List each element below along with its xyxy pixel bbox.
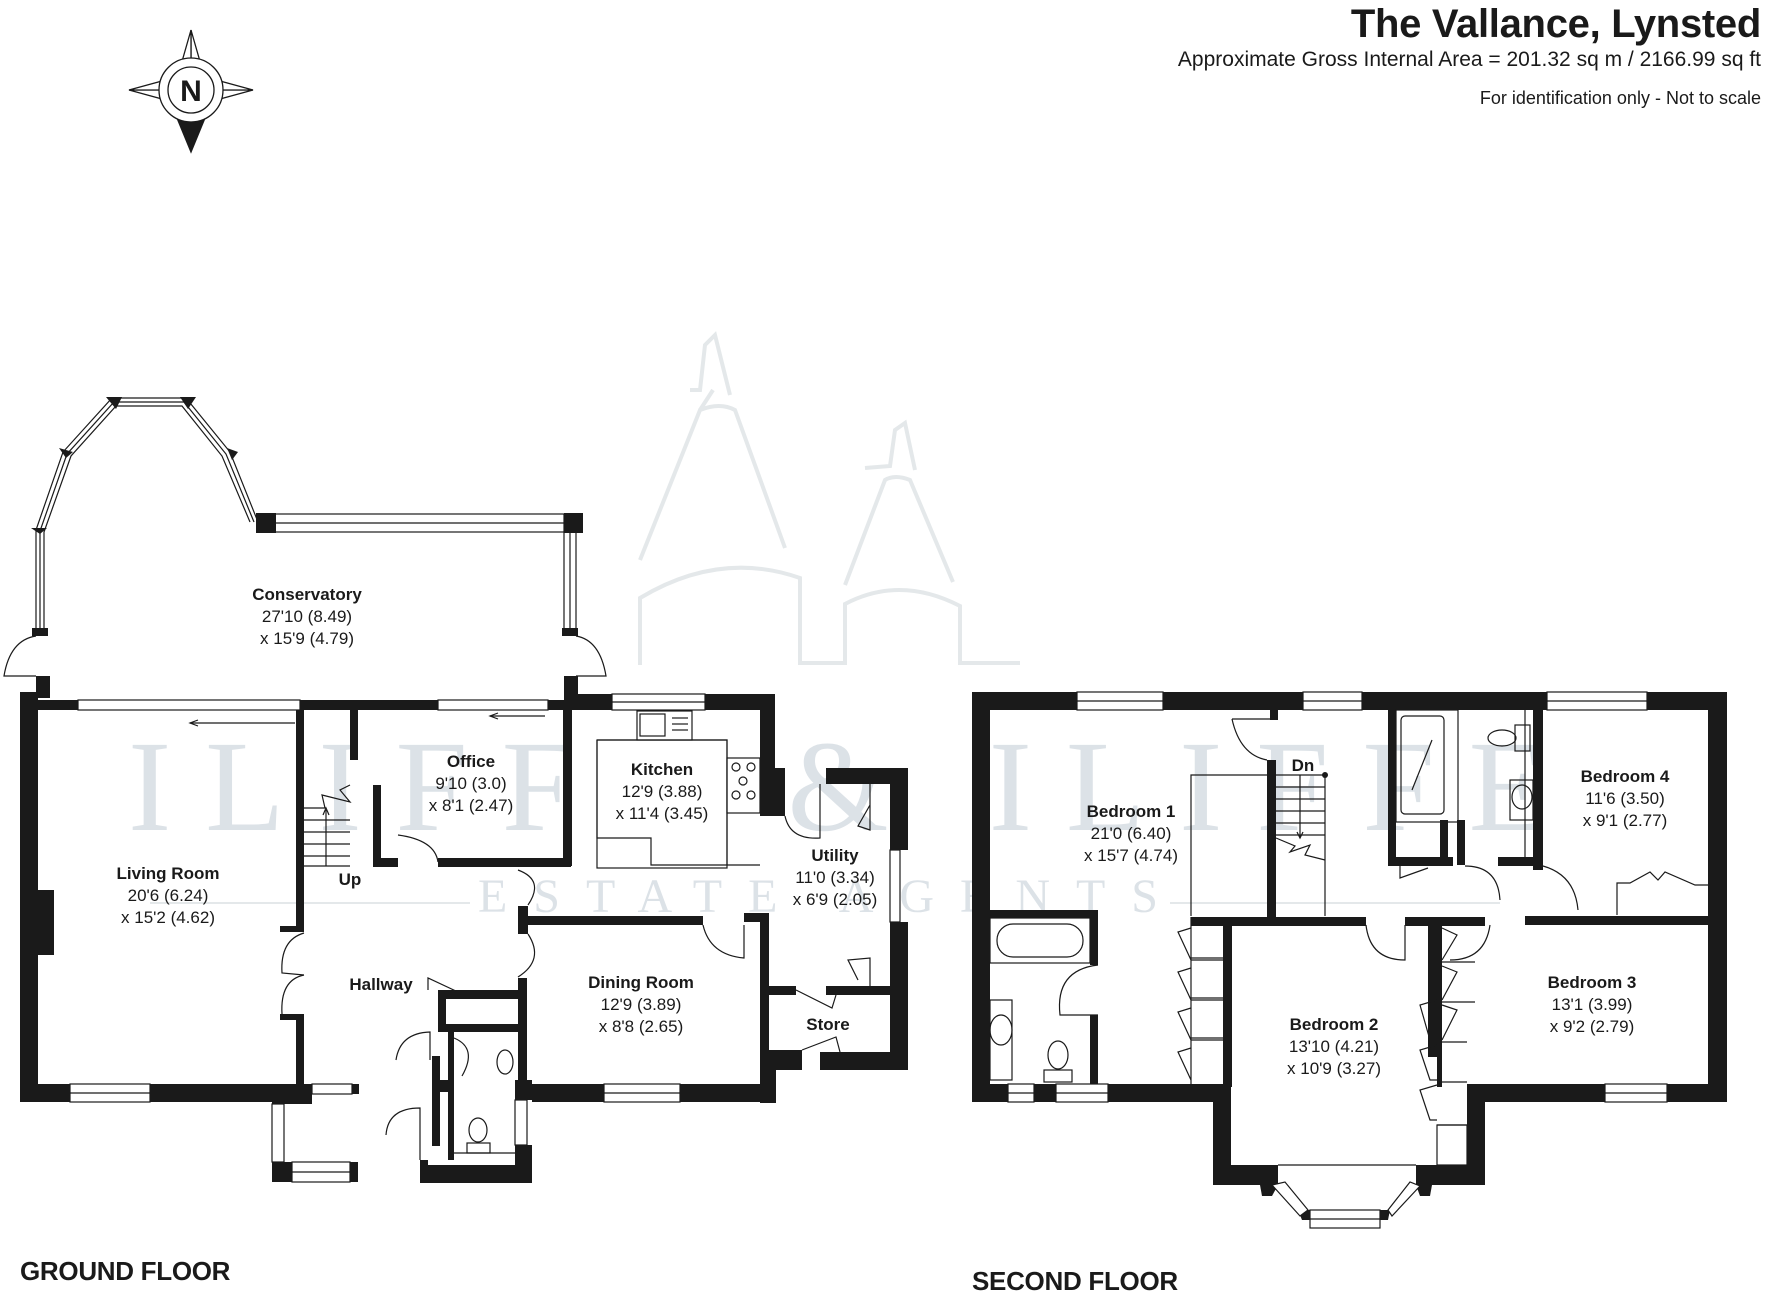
room-dining-dim2: x 8'8 (2.65) — [599, 1017, 684, 1036]
scale-disclaimer: For identification only - Not to scale — [1479, 88, 1761, 108]
compass-rose: N — [128, 29, 254, 154]
gross-internal-area: Approximate Gross Internal Area = 201.32… — [1177, 48, 1761, 71]
compass-star-icon — [128, 29, 254, 154]
room-bedroom1-dim1: 21'0 (6.40) — [1091, 824, 1172, 843]
room-bedroom2-dim2: x 10'9 (3.27) — [1287, 1059, 1381, 1078]
second-floor-room-labels: Bedroom 1 21'0 (6.40) x 15'7 (4.74) Bedr… — [1084, 756, 1670, 1078]
room-store-name: Store — [806, 1015, 849, 1034]
room-living-dim1: 20'6 (6.24) — [128, 886, 209, 905]
ground-floor-walls — [20, 676, 908, 1183]
conservatory-windows — [3, 397, 607, 677]
room-hallway-name: Hallway — [349, 975, 413, 994]
room-bedroom3-dim1: 13'1 (3.99) — [1552, 995, 1633, 1014]
room-bedroom4-name: Bedroom 4 — [1581, 767, 1670, 786]
room-dining-name: Dining Room — [588, 973, 694, 992]
room-bedroom3-name: Bedroom 3 — [1548, 973, 1637, 992]
ground-floor-doors — [281, 710, 871, 1160]
room-conservatory-dim1: 27'10 (8.49) — [262, 607, 352, 626]
second-floor-windows — [1007, 691, 1668, 1229]
stairs-down-label: Dn — [1292, 756, 1315, 775]
room-bedroom4-dim1: 11'6 (3.50) — [1585, 789, 1664, 808]
wc-fixtures-icon — [454, 1049, 515, 1154]
wardrobes-icon — [1177, 871, 1708, 1166]
second-floor-doors — [989, 709, 1708, 1166]
ground-floor-room-labels: Conservatory 27'10 (8.49) x 15'9 (4.79) … — [117, 585, 878, 1036]
ground-floor-label: GROUND FLOOR — [20, 1256, 231, 1286]
room-bedroom1-dim2: x 15'7 (4.74) — [1084, 846, 1178, 865]
room-office-dim2: x 8'1 (2.47) — [429, 796, 514, 815]
second-stairs-icon — [1190, 772, 1328, 916]
compass-north-label: N — [180, 75, 202, 108]
room-utility-dim2: x 6'9 (2.05) — [793, 890, 878, 909]
ground-floor-windows — [69, 693, 901, 1183]
room-utility-name: Utility — [811, 846, 859, 865]
room-utility-dim1: 11'0 (3.34) — [795, 868, 874, 887]
second-floor-plan: Bedroom 1 21'0 (6.40) x 15'7 (4.74) Bedr… — [972, 691, 1727, 1229]
room-conservatory-name: Conservatory — [252, 585, 362, 604]
room-living-dim2: x 15'2 (4.62) — [121, 908, 215, 927]
room-office-dim1: 9'10 (3.0) — [435, 774, 506, 793]
room-dining-dim1: 12'9 (3.89) — [601, 995, 682, 1014]
room-kitchen-name: Kitchen — [631, 760, 693, 779]
stairs-up-label: Up — [339, 870, 362, 889]
bathroom-fixtures-icon — [989, 709, 1534, 1083]
watermark-brand-text: ILIFFE & ILIFFE — [128, 715, 1548, 859]
room-bedroom4-dim2: x 9'1 (2.77) — [1583, 811, 1668, 830]
room-bedroom1-name: Bedroom 1 — [1087, 802, 1176, 821]
room-bedroom2-dim1: 13'10 (4.21) — [1289, 1037, 1379, 1056]
room-living-name: Living Room — [117, 864, 220, 883]
room-bedroom3-dim2: x 9'2 (2.79) — [1550, 1017, 1635, 1036]
room-kitchen-dim2: x 11'4 (3.45) — [616, 804, 709, 823]
watermark-logo-icon — [638, 331, 1020, 665]
second-floor-label: SECOND FLOOR — [972, 1266, 1178, 1296]
ground-stairs-icon — [304, 784, 352, 867]
plan-header: The Vallance, Lynsted Approximate Gross … — [1178, 0, 1761, 109]
property-title: The Vallance, Lynsted — [1350, 2, 1761, 46]
room-office-name: Office — [447, 752, 495, 771]
kitchen-units — [596, 710, 761, 869]
ground-floor-plan: Conservatory 27'10 (8.49) x 15'9 (4.79) … — [3, 397, 908, 1183]
room-kitchen-dim1: 12'9 (3.88) — [622, 782, 703, 801]
room-bedroom2-name: Bedroom 2 — [1290, 1015, 1379, 1034]
room-conservatory-dim2: x 15'9 (4.79) — [260, 629, 354, 648]
second-floor-walls — [972, 692, 1727, 1220]
